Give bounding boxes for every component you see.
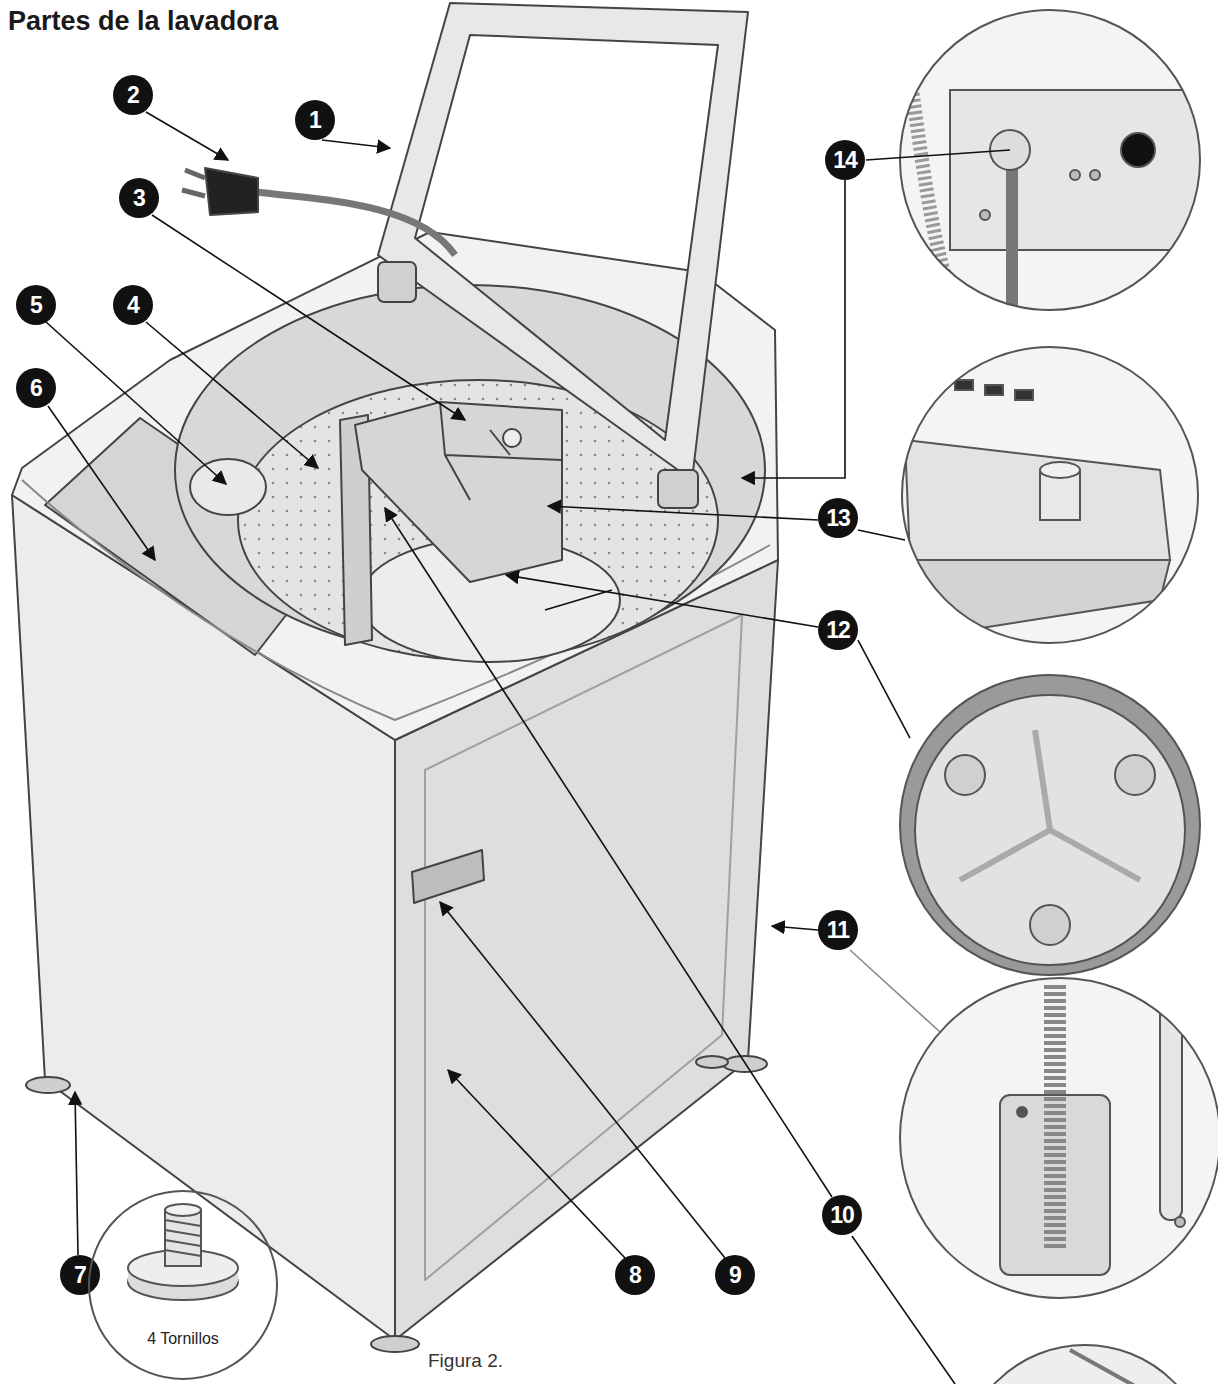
- lid-hinge: [378, 262, 416, 302]
- drain-hose: [1044, 985, 1066, 1250]
- leader-line: [858, 530, 905, 540]
- detail-bg: [900, 345, 1200, 645]
- power-plug: [205, 168, 258, 215]
- figure-caption: Figura 2.: [428, 1350, 503, 1372]
- callout-number: 1: [295, 100, 335, 140]
- callout-number: 3: [119, 178, 159, 218]
- screw: [1090, 170, 1100, 180]
- detail-circle: 4 Tornillos: [88, 1190, 278, 1380]
- drawer-slot: [955, 380, 973, 390]
- callout-number: 5: [16, 285, 56, 325]
- foot: [696, 1056, 728, 1068]
- drawer-box: [905, 440, 1170, 560]
- softener-cap: [503, 429, 521, 447]
- callout-number: 9: [715, 1255, 755, 1295]
- leader-arrow: [146, 112, 228, 160]
- detail-drain: [900, 978, 1218, 1298]
- impeller-cap: [945, 755, 985, 795]
- callout-number: 13: [818, 498, 858, 538]
- leader-arrow: [322, 140, 390, 148]
- inlet-hose: [1006, 150, 1018, 320]
- detail-bg: [960, 1345, 1210, 1384]
- detail-circle: [900, 675, 1200, 975]
- detail-impeller: [900, 675, 1200, 975]
- leader-line: [866, 150, 1010, 160]
- callout-number: 11: [818, 910, 858, 950]
- foot: [371, 1336, 419, 1352]
- leader-line: [850, 950, 940, 1032]
- leader-arrow: [772, 926, 818, 930]
- callout-number: 7: [60, 1255, 100, 1295]
- impeller-cap: [1115, 755, 1155, 795]
- detail-screw: [128, 1204, 238, 1300]
- screw-top: [165, 1204, 201, 1216]
- washer-illustration: [12, 3, 778, 1352]
- power-cord: [255, 192, 455, 255]
- leader-arrow: [448, 1070, 625, 1258]
- top-console: [12, 232, 778, 740]
- impeller-disc: [915, 695, 1185, 965]
- thread-line: [165, 1220, 201, 1256]
- dispenser-divider: [440, 402, 562, 500]
- leader-arrow: [506, 575, 818, 627]
- screw: [980, 210, 990, 220]
- leader-arrow: [548, 506, 818, 520]
- foot: [26, 1077, 70, 1093]
- circle-outline: [89, 1191, 277, 1379]
- leader-arrow: [440, 902, 725, 1258]
- leader-line: [545, 590, 612, 610]
- siphon-top: [1040, 462, 1080, 478]
- detail-inlet: [900, 10, 1210, 320]
- part-label: 4 Tornillos: [88, 1330, 278, 1348]
- screw: [1175, 1217, 1185, 1227]
- callout-number: 10: [822, 1195, 862, 1235]
- callout-number: 12: [818, 610, 858, 650]
- side-handle: [412, 850, 484, 903]
- detail-circle: [960, 1345, 1210, 1384]
- detail-circle: [900, 978, 1218, 1298]
- leader-arrow: [742, 180, 845, 478]
- screw: [1070, 170, 1080, 180]
- detail-circle: [900, 10, 1200, 310]
- lid-frame: [378, 3, 748, 480]
- plug-prong: [182, 170, 205, 196]
- screw: [1017, 1107, 1027, 1117]
- callout-number: 8: [615, 1255, 655, 1295]
- leader-arrow: [48, 406, 155, 560]
- detail-bg: [900, 978, 1218, 1298]
- detail-circle: [902, 347, 1198, 643]
- callout-number: 2: [113, 75, 153, 115]
- bleach-cup: [190, 459, 266, 515]
- leader-arrow: [152, 215, 465, 420]
- screw-thread: [165, 1210, 201, 1266]
- side-panel: [425, 615, 742, 1280]
- drawer-slot: [1015, 390, 1033, 400]
- lid-hinge: [658, 470, 698, 508]
- detail-dispenser: [900, 345, 1200, 645]
- impeller-rib: [960, 730, 1140, 880]
- callout-number: 6: [16, 368, 56, 408]
- detail-filter: [960, 1345, 1210, 1384]
- title-text: Partes de la lavadora: [8, 6, 278, 37]
- detail-views: [128, 10, 1218, 1384]
- impeller-cap: [1030, 905, 1070, 945]
- dispenser-drawer: [355, 402, 562, 582]
- outlet-hole: [1121, 133, 1155, 167]
- drawer-slot: [985, 385, 1003, 395]
- leader-line: [858, 640, 910, 738]
- leader-arrow: [385, 508, 832, 1197]
- back-panel: [950, 90, 1210, 250]
- detail-bg: [900, 675, 1200, 975]
- circle-outline: [88, 1190, 278, 1380]
- callout-number: 14: [825, 140, 865, 180]
- leader-lines: [46, 112, 1010, 1384]
- leader-line: [852, 1236, 955, 1384]
- inlet-hose: [905, 40, 960, 320]
- callout-number: 4: [113, 285, 153, 325]
- leader-arrow: [75, 1092, 78, 1255]
- leader-arrow: [146, 322, 318, 468]
- filter-edge: [1070, 1350, 1160, 1384]
- leader-arrow: [46, 322, 226, 484]
